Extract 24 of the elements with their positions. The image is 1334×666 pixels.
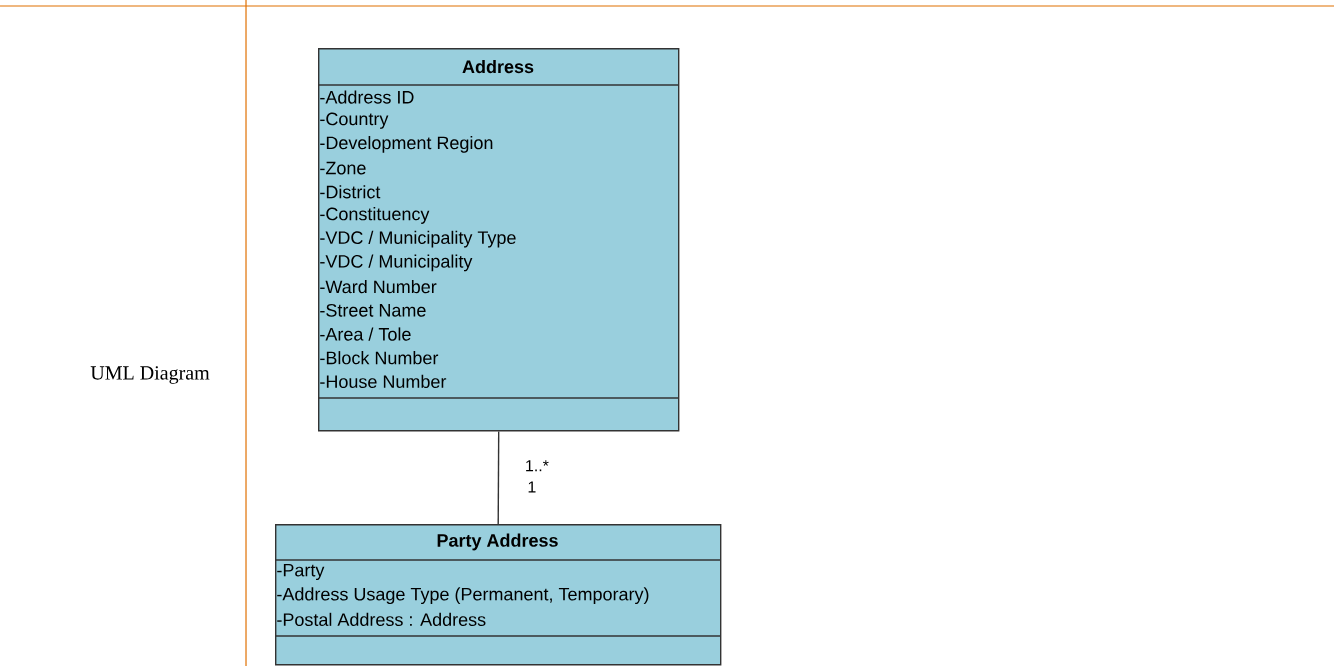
attribute-text: -Block Number [320, 351, 439, 365]
attribute-text: -Zone [320, 161, 366, 175]
class-name: Party Address [437, 533, 558, 551]
attribute-text: -Address ID [320, 90, 414, 104]
class-box [274, 524, 722, 666]
attribute-text: -Country [320, 112, 389, 129]
class-box [317, 48, 680, 432]
multiplicity-label: 1..* [522, 458, 551, 474]
attribute-text: -Development Region [320, 136, 493, 153]
attribute-text: -House Number [320, 374, 447, 389]
attribute-text: -Area / Tole [320, 327, 411, 341]
attribute-text: -Address Usage Type (Permanent, Temporary) [277, 587, 649, 605]
multiplicity-label: 1 [528, 481, 536, 493]
class-name: Address [462, 59, 534, 74]
association-line [497, 430, 500, 525]
attribute-text: -Street Name [320, 303, 426, 317]
attribute-text: -District [320, 185, 381, 199]
attribute-text: -Ward Number [320, 280, 437, 294]
attribute-text: -Constituency [320, 207, 430, 224]
attribute-text: -Party [277, 563, 325, 581]
attribute-text: -VDC / Municipality [320, 254, 473, 272]
attribute-text: -VDC / Municipality Type [320, 230, 516, 248]
attribute-text: -Postal Address : Address [277, 612, 486, 627]
row-label: UML Diagram [90, 366, 210, 384]
